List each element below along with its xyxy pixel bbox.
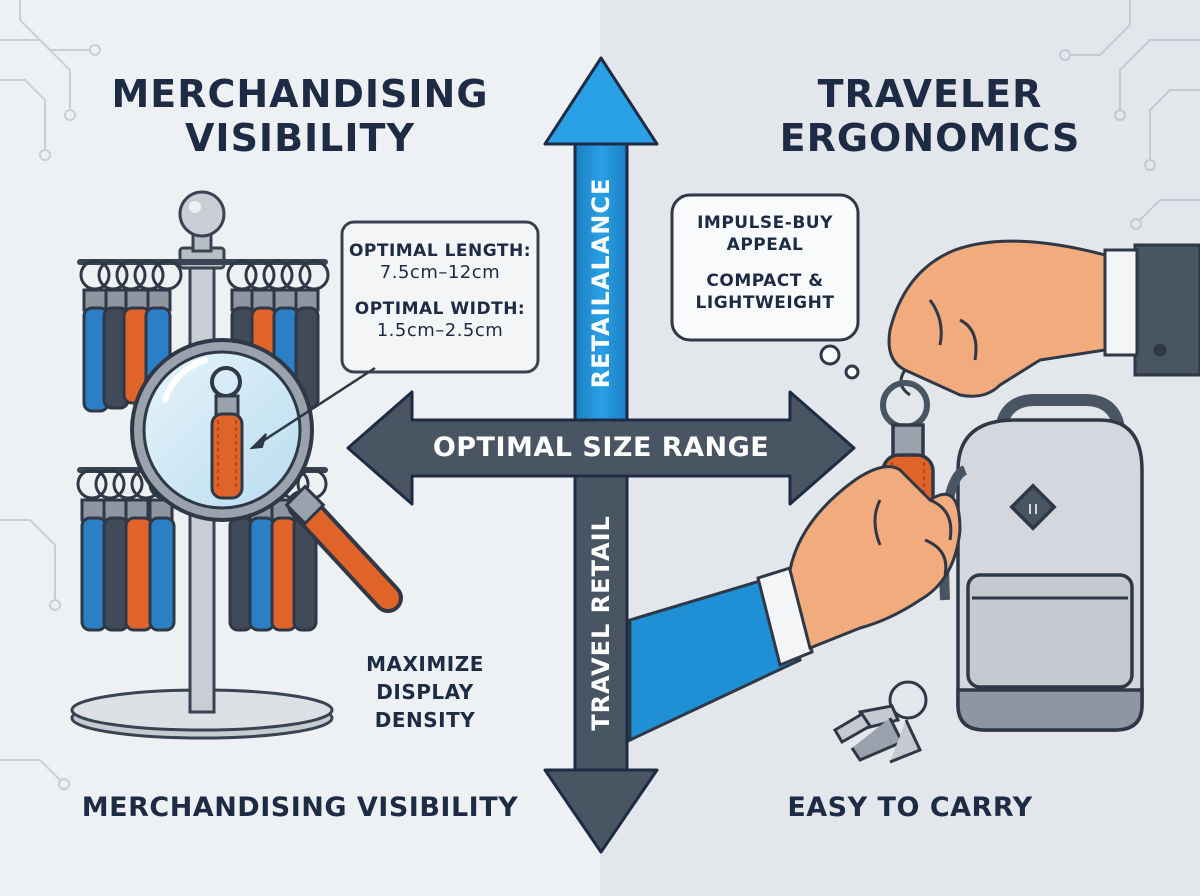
keys-icon (832, 680, 928, 764)
spec-callout-text: OPTIMAL LENGTH: 7.5cm–12cm OPTIMAL WIDTH… (345, 240, 535, 342)
thought-line3: COMPACT & (706, 271, 824, 291)
horizontal-arrow (346, 390, 856, 506)
thought-line4: LIGHTWEIGHT (695, 293, 835, 313)
backpack-icon (939, 394, 1144, 732)
spec-callout-box (249, 220, 540, 450)
display-density-text: MAXIMIZE DISPLAY DENSITY (350, 650, 500, 734)
circuit-decoration-right (1059, 0, 1200, 230)
thought-line1: IMPULSE-BUY (697, 213, 833, 233)
vertical-top-label: RETAILALANCE (587, 177, 615, 389)
thought-bubble (670, 193, 860, 380)
magnifying-glass-icon (130, 338, 403, 613)
left-footer: MERCHANDISING VISIBILITY (81, 792, 519, 823)
vertical-arrow-up (543, 56, 659, 446)
width-value: 1.5cm–2.5cm (376, 320, 504, 341)
keychains-bottom-left (76, 468, 180, 632)
thought-line2: APPEAL (726, 235, 804, 255)
density-line3: DENSITY (374, 708, 476, 732)
density-line2: DISPLAY (376, 680, 474, 704)
circuit-decoration-left (0, 0, 101, 790)
horizontal-axis-label: OPTIMAL SIZE RANGE (432, 432, 770, 463)
left-title: MERCHANDISING VISIBILITY (60, 72, 540, 160)
right-footer: EASY TO CARRY (787, 792, 1033, 823)
right-title-line2: ERGONOMICS (779, 116, 1081, 160)
length-value: 7.5cm–12cm (379, 262, 501, 283)
lower-hand (628, 465, 962, 743)
width-label: OPTIMAL WIDTH: (354, 299, 526, 319)
right-title-line1: TRAVELER (817, 72, 1043, 116)
right-title: TRAVELER ERGONOMICS (720, 72, 1140, 160)
left-title-line1: MERCHANDISING (111, 72, 489, 116)
upper-hand (887, 239, 1200, 398)
vertical-bottom-label: TRAVEL RETAIL (587, 515, 615, 731)
left-title-line2: VISIBILITY (185, 116, 415, 160)
thought-bubble-text: IMPULSE-BUY APPEAL COMPACT & LIGHTWEIGHT (675, 212, 855, 314)
vertical-arrow-down (543, 438, 659, 854)
density-line1: MAXIMIZE (366, 652, 484, 676)
length-label: OPTIMAL LENGTH: (348, 241, 532, 261)
